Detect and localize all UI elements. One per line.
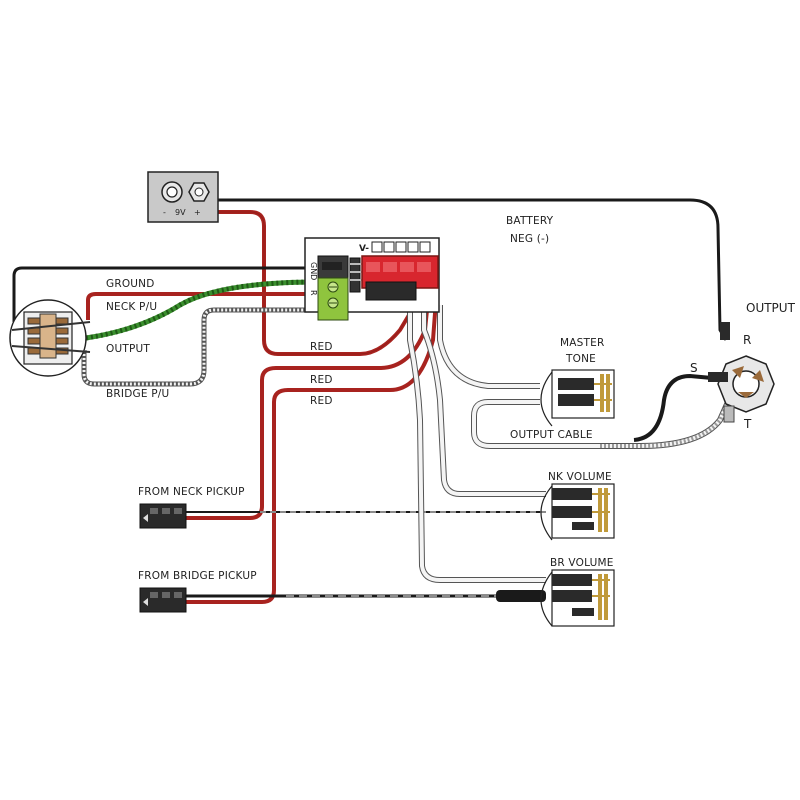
board-v-label: V- <box>359 244 369 254</box>
neck-pu-wire <box>86 292 318 320</box>
bridge-pickup-connector <box>139 587 187 613</box>
nk-volume-pot <box>540 483 615 541</box>
ground-wire <box>12 266 310 322</box>
battery-neg-label: NEG (-) <box>510 233 549 245</box>
battery-plus-label: + <box>194 208 201 217</box>
output-cable-label: OUTPUT CABLE <box>510 429 593 441</box>
red-wire-neck <box>186 299 430 520</box>
output-jack <box>708 322 775 423</box>
bridge-pu-label: BRIDGE P/U <box>106 388 169 400</box>
preamp-board: V- GND R <box>304 237 440 321</box>
battery-box: - 9V + <box>147 171 219 223</box>
output-s-wire <box>633 373 713 442</box>
jack-t-label: T <box>743 417 752 431</box>
output-jack-label: OUTPUT <box>106 343 150 355</box>
red-wire-bridge <box>186 299 438 604</box>
neck-pickup-connector <box>139 503 187 529</box>
battery-9v-label: 9V <box>175 208 186 217</box>
master-tone-label-1: MASTER <box>560 337 604 349</box>
jack-s-label: S <box>690 361 698 375</box>
from-bridge-label: FROM BRIDGE PICKUP <box>138 570 257 582</box>
battery-negative-wire <box>218 198 728 341</box>
stereo-jack-left <box>9 299 91 377</box>
red-label-3: RED <box>310 395 333 407</box>
board-r-label: R <box>309 290 318 296</box>
master-tone-pot <box>540 369 615 427</box>
br-volume-label: BR VOLUME <box>550 557 614 569</box>
br-volume-pot <box>540 569 615 627</box>
battery-label: BATTERY <box>506 215 554 227</box>
ground-label: GROUND <box>106 278 155 290</box>
board-gnd-label: GND <box>309 262 318 280</box>
red-label-2: RED <box>310 374 333 386</box>
nk-volume-label: NK VOLUME <box>548 471 612 483</box>
battery-minus-label: - <box>163 208 166 217</box>
jack-r-label: R <box>743 333 751 347</box>
neck-pu-label: NECK P/U <box>106 301 157 313</box>
red-label-1: RED <box>310 341 333 353</box>
battery-red-wire <box>218 210 414 356</box>
output-label: OUTPUT <box>746 301 796 315</box>
master-tone-label-2: TONE <box>565 353 596 365</box>
from-neck-label: FROM NECK PICKUP <box>138 486 245 498</box>
